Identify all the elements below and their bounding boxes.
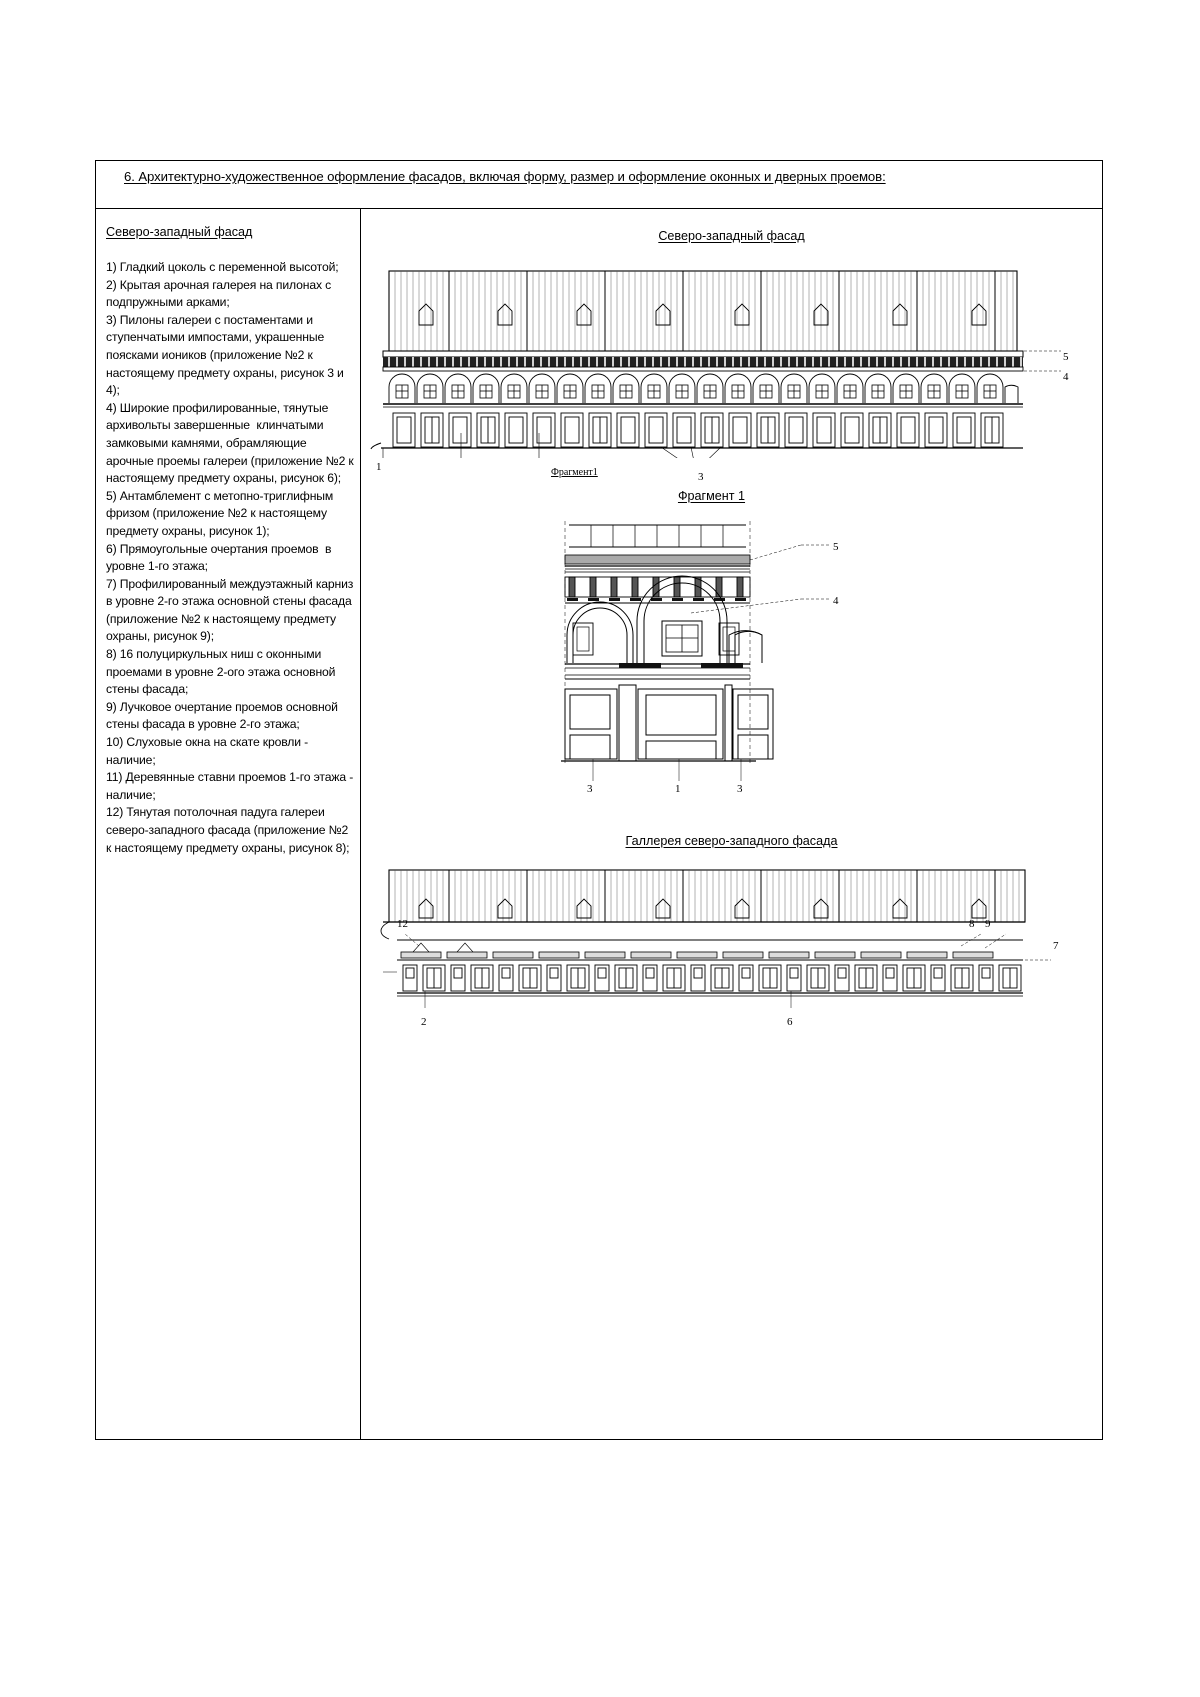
callout-gallery-6: 6 [787, 1016, 793, 1028]
drawing-fragment-1: Фрагмент 1 [361, 489, 1102, 795]
gallery-elevation-svg [380, 869, 1051, 1008]
callout-fragment-4: 4 [833, 595, 839, 607]
callout-facade-4: 4 [1063, 371, 1069, 383]
description-subtitle: Северо-западный фасад [106, 225, 253, 239]
fragment-1-svg [561, 521, 831, 781]
drawing-facade-elevation-title: Северо-западный фасад [658, 229, 805, 243]
callout-gallery-2: 2 [421, 1016, 427, 1028]
callout-fragment-3-right: 3 [737, 783, 743, 795]
facade-elevation-svg [370, 270, 1061, 458]
callout-facade-fragment1: Фрагмент1 [551, 467, 598, 478]
callout-gallery-7: 7 [1053, 940, 1059, 952]
section-heading-cell: 6. Архитектурно-художественное оформлени… [96, 161, 1102, 209]
drawing-gallery-elevation: Галлерея северо-западного фасада [361, 834, 1102, 1028]
callout-gallery-8: 8 [969, 918, 975, 930]
drawing-fragment-1-title: Фрагмент 1 [677, 489, 746, 503]
callout-gallery-9: 9 [985, 918, 991, 930]
callout-facade-3: 3 [698, 471, 704, 483]
callout-fragment-1-center: 1 [675, 783, 681, 795]
callout-fragment-5: 5 [833, 541, 839, 553]
section-heading: 6. Архитектурно-художественное оформлени… [124, 169, 886, 184]
description-column: Северо-западный фасад 1) Гладкий цоколь … [96, 209, 361, 1439]
drawing-gallery-elevation-title: Галлерея северо-западного фасада [625, 834, 838, 848]
drawing-facade-elevation: Северо-западный фасад [361, 229, 1102, 483]
callout-facade-5: 5 [1063, 351, 1069, 363]
description-list: 1) Гладкий цоколь с переменной высотой; … [106, 260, 354, 855]
callout-gallery-12: 12 [397, 918, 408, 930]
callout-facade-1: 1 [376, 461, 382, 473]
drawings-column: Северо-западный фасад [361, 209, 1102, 1439]
content-table: 6. Архитектурно-художественное оформлени… [95, 160, 1103, 1440]
callout-fragment-3-left: 3 [587, 783, 593, 795]
